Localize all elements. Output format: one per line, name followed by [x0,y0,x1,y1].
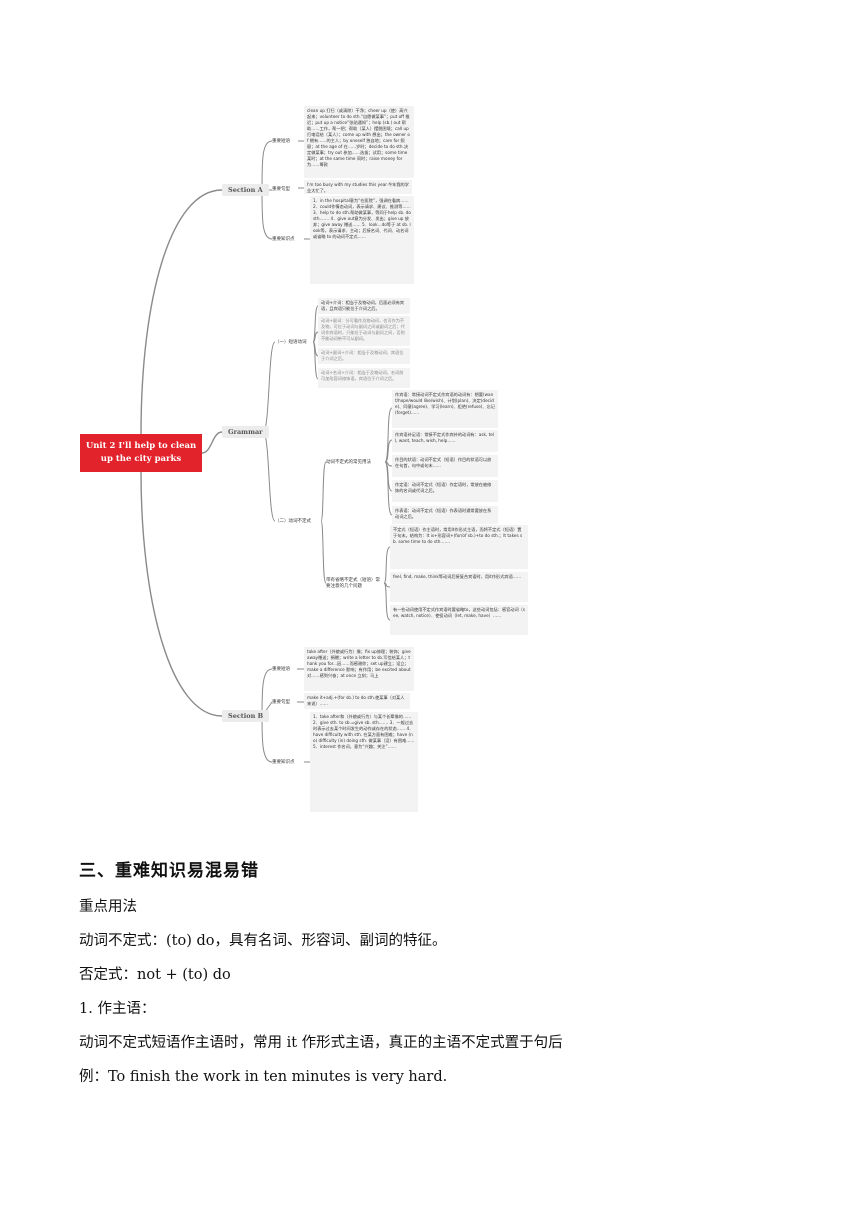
infinitive-definition: 动词不定式：(to) do，具有名词、形容词、副词的特征。 [79,933,447,949]
usage-as-subject-explanation: 动词不定式短语作主语时，常用 it 作形式主语，真正的主语不定式置于句后 [79,1035,563,1051]
grammar-note-verb-adv-prep: 动词+副词+介词：相当于及物动词，宾语位于介词之后。 [318,348,410,364]
connector-section-b [140,471,223,717]
grammar-phrasal-verbs-label: （一）短语动词 [275,340,307,345]
branch-section-b: Section B [222,710,270,722]
grammar-infinitive-label: （二）动词不定式 [275,519,311,524]
usage-as-subject-heading: 1. 作主语： [79,1001,156,1017]
grammar-note-verb-noun-prep: 动词+名词+介词：相当于及物动词，名词前可加形容词修饰语，宾语位于介词之后。 [318,368,410,388]
grammar-note-omit-to: 有一些动词使用不定式作宾语时要省略to，这些动词包括：感官动词（see, wat… [390,605,528,635]
section-a-sentences-note: I'm too busy with my studies this year.今… [304,180,412,194]
section-b-sentences-label: 重要句型 [272,700,290,705]
section-a-points-note: 1．in the hospital意为“在医院”，强调在看病…… 2．could… [310,196,414,284]
branch-section-a: Section A [222,184,269,196]
subheading-key-usage: 重点用法 [79,899,137,915]
grammar-note-predicative: 作表语：动词不定式（短语）作表语时通常要放在系动词之后。 [392,506,498,524]
section-a-phrases-label: 重要短语 [272,139,290,144]
section-a-sentences-label: 重要句型 [272,187,290,192]
grammar-note-formal-object: feel, find, make, think等动词后接复合宾语时，用it作形式… [390,572,528,602]
grammar-infinitive-usage-label: 动词不定式的常见用法 [326,460,371,465]
connector-grammar [201,431,223,454]
grammar-note-object: 作宾语：常接动词不定式作宾语的动词有：想要(want/hope/would li… [392,390,498,428]
section-a-phrases-note: clean up 打扫（或清除）干净；cheer up（使）高兴起来；volun… [304,106,414,178]
grammar-infinitive-notes-label: 带有省略不定式（短语）常要注意的几个问题 [326,578,380,589]
grammar-note-verb-adv: 动词+副词：分可看作及物动词，也可作为不及物，可位于动词与副词之间或副词之后；代… [318,316,410,346]
mind-map: Unit 2 I'll help to clean up the city pa… [80,106,528,812]
connector-section-a [140,189,223,435]
section-b-sentences-note: make it+adj.+(for sb.) to do sth.使某事（对某人… [304,693,410,709]
section-b-points-note: 1．take after和（外貌或行为）与某个长辈像的…… 2．give sth… [310,712,418,812]
section-heading: 三、重难知识易混易错 [79,861,259,881]
grammar-note-attribute: 作定语：动词不定式（短语）作定语时，常放在被修饰的名词或代词之后。 [392,480,498,502]
mind-map-root: Unit 2 I'll help to clean up the city pa… [80,434,202,472]
grammar-note-adverbial: 作目的状语：动词不定式（短语）作目的状语可以放在句首，句中或句末…… [392,455,498,477]
grammar-note-formal-subject: 不定式（短语）作主语时，常用it作形式主语，而将不定式（短语）置于句末。结构为：… [390,525,528,569]
document-body: 三、重难知识易混易错 重点用法 动词不定式：(to) do，具有名词、形容词、副… [79,852,779,1094]
section-b-points-label: 重要知识点 [272,760,295,765]
grammar-note-object-complement: 作宾语补足语：常接不定式作宾补的动词有：ask, tell, want, tea… [392,430,498,452]
section-b-phrases-note: take after（外貌或行为）像；fix up修理；装饰；give away… [304,647,414,691]
example-sentence: 例：To finish the work in ten minutes is v… [79,1069,448,1085]
grammar-note-verb-prep: 动词+介词：相当于及物动词，后面必须有宾语，且宾语只能位于介词之后。 [318,298,410,314]
section-a-points-label: 重要知识点 [272,237,295,242]
section-b-phrases-label: 重要短语 [272,667,290,672]
negative-form: 否定式：not + (to) do [79,967,231,983]
branch-grammar: Grammar [222,426,269,438]
